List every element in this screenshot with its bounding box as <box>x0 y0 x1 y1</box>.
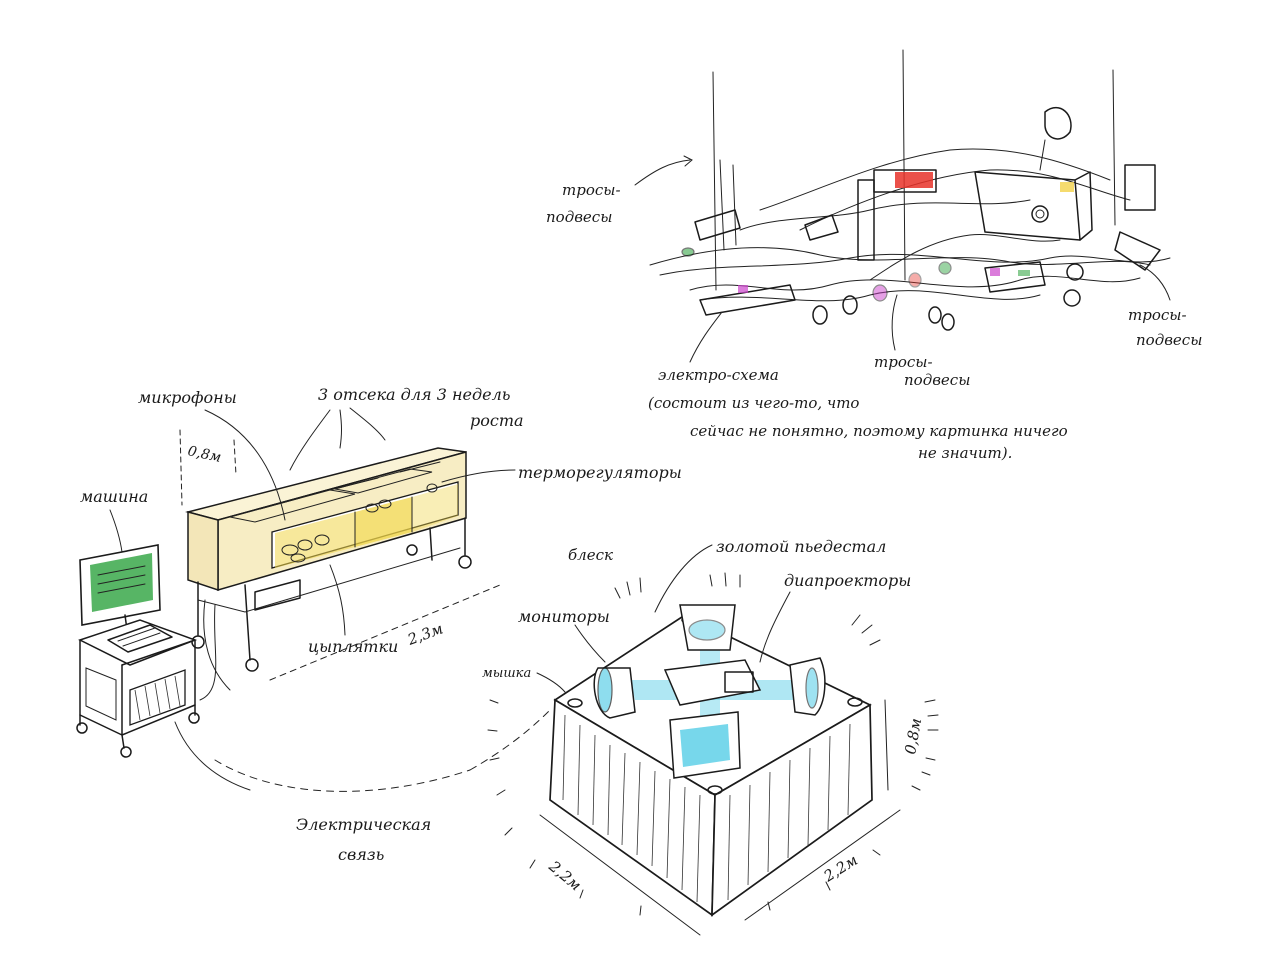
chicks-icon <box>281 483 438 563</box>
label-mouse: мышка <box>482 666 531 681</box>
label-circuit: электро-схема <box>658 366 779 384</box>
suspension-cable <box>712 71 717 291</box>
label-cables-right: тросы- подвесы <box>1128 306 1202 349</box>
mouse-icon <box>707 785 723 795</box>
dimension-line-front <box>539 814 701 936</box>
circuit-board <box>984 261 1046 293</box>
label-cables-center: тросы- подвесы <box>874 353 970 389</box>
label-circuit-note: (состоит из чего-то, что сейчас не понят… <box>648 394 1072 462</box>
hanging-circuit-group <box>649 49 1171 331</box>
suspension-cable <box>732 164 737 246</box>
label-height-left: 0,8м <box>186 443 222 466</box>
shine-marks <box>487 572 939 916</box>
wheel-icon <box>458 555 472 569</box>
label-cables-top: тросы- подвесы <box>546 181 625 226</box>
label-monitors: мониторы <box>518 607 610 626</box>
wheel-icon <box>245 658 259 672</box>
side-panel <box>1124 164 1156 211</box>
mouse-icon <box>847 697 863 707</box>
golden-pedestal <box>549 604 873 917</box>
wheel-icon <box>191 635 205 649</box>
wheel-icon <box>76 722 88 734</box>
suspension-cable <box>1112 69 1116 226</box>
label-width-front: 2,2м <box>545 857 585 895</box>
label-microphones: микрофоны <box>138 388 237 407</box>
label-electrical-link: Электрическая связь <box>296 815 436 864</box>
hanging-bulbs <box>681 247 955 331</box>
thermo-red-panel <box>895 172 933 188</box>
label-thermoregulators: терморегуляторы <box>518 463 682 482</box>
computer-cart <box>76 544 200 758</box>
wheel-icon <box>406 544 418 556</box>
wheel-icon <box>120 746 132 758</box>
dimension-line-side <box>744 809 901 921</box>
label-compartments: 3 отсека для 3 недель роста <box>318 385 524 430</box>
label-slide-projectors: диапроекторы <box>784 571 911 590</box>
heater-box <box>254 579 301 611</box>
label-height-right: 0,8м <box>901 717 925 756</box>
circuit-board <box>699 284 796 316</box>
keyboard <box>107 624 173 653</box>
label-length-left: 2,3м <box>404 619 445 649</box>
circuit-rack <box>857 179 875 261</box>
label-chicks: цыплятки <box>308 637 398 656</box>
wheel-icon <box>188 712 200 724</box>
lamp-icon <box>1044 106 1072 140</box>
electrical-link-line <box>214 759 471 792</box>
suspension-cable <box>902 49 906 281</box>
mouse-icon <box>567 698 583 708</box>
label-gold-pedestal: золотой пьедестал <box>716 537 886 556</box>
compartment-2 <box>355 497 412 547</box>
label-machine: машина <box>80 487 148 506</box>
incubator <box>185 447 472 701</box>
label-shine: блеск <box>568 546 613 564</box>
label-width-side: 2,2м <box>820 851 861 886</box>
compartment-3 <box>412 484 458 532</box>
suspension-cable <box>719 159 725 251</box>
